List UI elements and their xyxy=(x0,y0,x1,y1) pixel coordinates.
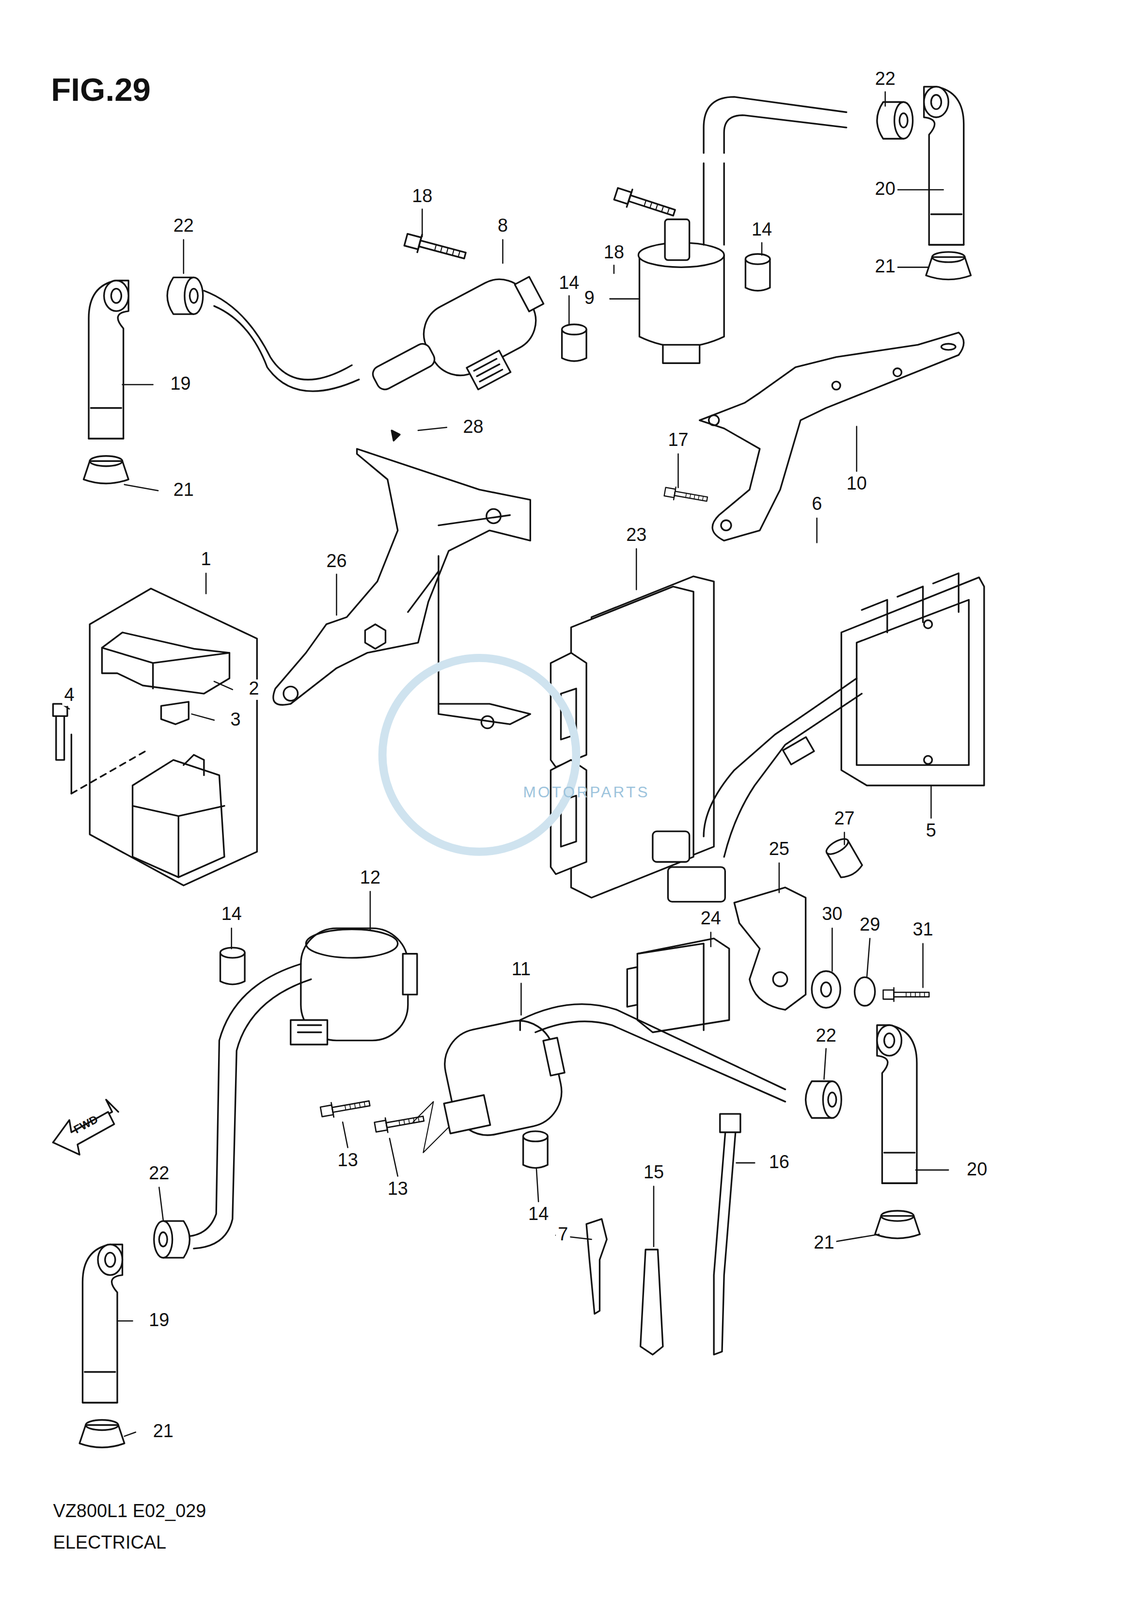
callout-number: 21 xyxy=(811,1233,837,1254)
watermark: MOTORPARTS xyxy=(520,784,652,802)
callout-number: 19 xyxy=(146,1310,172,1332)
callout-number: 21 xyxy=(150,1421,176,1443)
callout-number: 14 xyxy=(749,220,775,241)
callout-number: 25 xyxy=(767,839,792,860)
callout-number: 2 xyxy=(246,679,261,700)
callout-number: 20 xyxy=(964,1159,990,1180)
figure-title: FIG.29 xyxy=(50,71,151,110)
callout-number: 18 xyxy=(409,186,435,207)
callout-number: 8 xyxy=(495,216,510,237)
callout-number: 30 xyxy=(819,904,845,926)
callout-number: 26 xyxy=(324,551,349,573)
callout-number: 13 xyxy=(335,1150,361,1171)
callout-number: 14 xyxy=(219,904,244,926)
callout-number: 15 xyxy=(641,1162,667,1183)
callout-number: 10 xyxy=(844,474,869,495)
callout-number: 23 xyxy=(624,525,649,546)
caption-text: ELECTRICAL xyxy=(50,1532,169,1554)
callout-number: 24 xyxy=(698,908,724,929)
callout-number: 31 xyxy=(910,919,936,941)
caption-text: VZ800L1 E02_029 xyxy=(50,1501,208,1522)
callout-number: 1 xyxy=(198,550,213,571)
callout-number: 5 xyxy=(924,820,939,842)
callout-number: 17 xyxy=(665,430,691,451)
callout-number: 3 xyxy=(228,709,243,731)
callout-number: 11 xyxy=(509,959,534,981)
callout-number: 22 xyxy=(872,69,898,90)
callout-number: 18 xyxy=(601,242,627,264)
callout-number: 6 xyxy=(809,494,824,516)
callout-number: 21 xyxy=(171,480,197,501)
callout-number: 9 xyxy=(582,288,597,310)
callout-number: 19 xyxy=(168,374,193,395)
callout-number: 14 xyxy=(526,1204,551,1226)
callout-number: 21 xyxy=(872,257,898,278)
callout-number: 22 xyxy=(146,1163,172,1184)
callout-number: 29 xyxy=(857,914,883,936)
callout-number: 20 xyxy=(872,179,898,201)
callout-number: 28 xyxy=(460,417,486,438)
callout-number: 14 xyxy=(556,273,582,294)
callout-number: 27 xyxy=(832,808,857,830)
callout-number: 16 xyxy=(767,1152,792,1173)
callout-number: 4 xyxy=(62,685,77,706)
callout-number: 22 xyxy=(813,1025,839,1047)
callout-number: 13 xyxy=(385,1179,410,1200)
callout-number: 7 xyxy=(555,1225,570,1246)
callout-number: 12 xyxy=(358,867,383,889)
callout-number: 22 xyxy=(171,216,197,237)
